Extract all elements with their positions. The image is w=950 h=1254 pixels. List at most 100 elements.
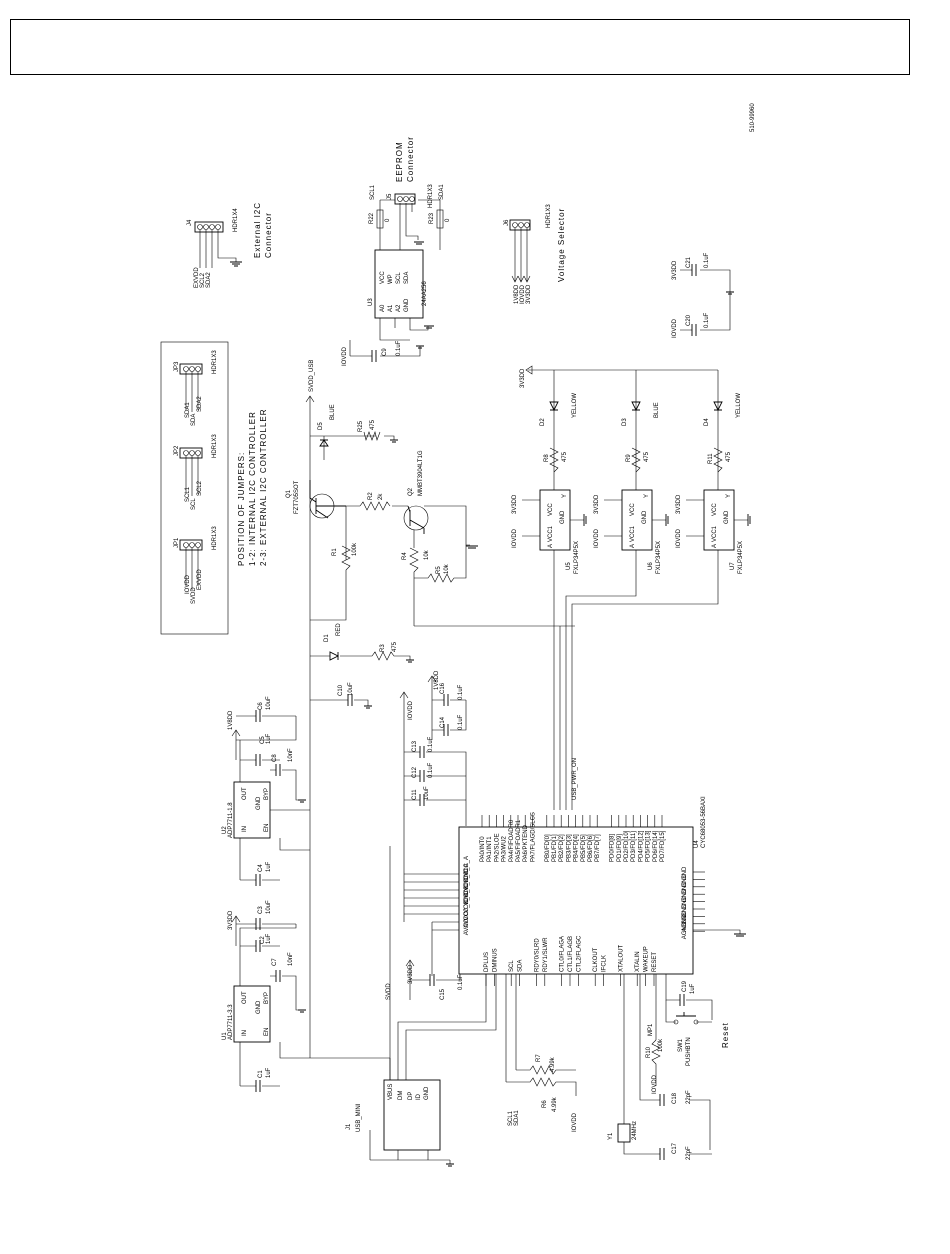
mcu-pin-gnd: GND (682, 903, 688, 917)
mp1-ref: MP1 (648, 1023, 654, 1036)
mcu-pin-gnd: AGND (682, 914, 688, 932)
mcu-pin-gnd: GND (682, 881, 688, 895)
voltage-selector: J6 HDR1X3 1V8DD IOVDD 3V3DD Voltage Sele… (504, 204, 566, 304)
u1-pin-byp: BYP (264, 992, 270, 1004)
r11-ref: R11 (708, 453, 714, 464)
u7-vcc: VCC (712, 503, 718, 516)
usb-power-switch: SVDD_USB D5 BLUE R25 475 Q1 FZT705SOT R2… (286, 360, 575, 627)
mcu-pin-gnd: GND (682, 888, 688, 902)
u3-pin-gnd: GND (404, 298, 410, 312)
d1-ref: D1 (324, 634, 330, 642)
u7-ref: U7 (730, 562, 736, 570)
regulator-u2: U2 ADP7711-1.8 IN OUT GND BYP EN 1V8DD C… (222, 696, 310, 886)
r8-ref: R8 (544, 454, 550, 462)
r6-val: 4.99k (552, 1096, 558, 1112)
mcu-pin-supply: VCC_IO (464, 890, 470, 913)
mcu-pin-bottom: CTL1/FLAGB (568, 936, 574, 972)
r9-ref: R9 (626, 454, 632, 462)
c7-ref: C7 (272, 958, 278, 966)
mcu-pin-gnd: GND (682, 896, 688, 910)
jp1-net-2: SVDD (191, 587, 197, 604)
mcu-pin-gnd: AGND (682, 921, 688, 939)
mcu-pin-left: PA1/INT1 (487, 836, 493, 862)
c21-net: 3V3DD (672, 260, 678, 280)
ext-i2c-header: J4 HDR1X4 EXVDD SCL2 SDA2 External I2C C… (187, 202, 273, 288)
mcu-pin-supply: VCC_A (464, 856, 470, 876)
jumper-note-1: POSITION OF JUMPERS: (237, 452, 246, 566)
c12-val: 0.1uF (428, 762, 434, 778)
j1-ref: J1 (346, 1123, 352, 1130)
u6-vcc: VCC (630, 503, 636, 516)
c20-net: IOVDD (672, 318, 678, 338)
eeprom-title: EEPROM (395, 141, 404, 182)
jumper-note: POSITION OF JUMPERS: 1-2: INTERNAL I2C C… (237, 408, 268, 566)
c4-ref: C4 (258, 864, 264, 872)
r7-val: 4.99k (550, 1056, 556, 1072)
c3-val: 10uF (266, 900, 272, 914)
j1-pin-vbus: VBUS (388, 1084, 394, 1100)
c9-ref: C9 (382, 348, 388, 356)
u6-vcc1: VCC1 (630, 525, 636, 542)
j4-net-1: EXVDD (194, 267, 200, 288)
r9-val: 475 (644, 451, 650, 462)
mcu-pin-left: PB2/FD[2] (559, 834, 565, 862)
u5-gnd: GND (560, 510, 566, 524)
u2-ref: U2 (222, 826, 228, 834)
c5-val: 1uF (266, 733, 272, 744)
c11-ref: C11 (412, 789, 418, 800)
q2-part: MMBT3904LT1G (418, 450, 424, 496)
d4-color: YELLOW (736, 393, 742, 418)
d5-ref: D5 (318, 422, 324, 430)
mcu-pin-left: PB0/FD[0] (545, 834, 551, 862)
mcu-pin-bottom: RESET (652, 952, 658, 972)
j5-part: HDR1X3 (428, 184, 434, 208)
jp3-ref: JP3 (174, 361, 180, 372)
c16-ref: C16 (440, 682, 446, 694)
u7-a: A (712, 544, 718, 548)
c17-val: 22pF (686, 1146, 692, 1160)
u1-pin-out: OUT (242, 991, 248, 1004)
j6-net-3: 3V3DD (526, 284, 532, 304)
u3-iovdd: IOVDD (342, 346, 348, 366)
c11-val: 10uF (424, 786, 430, 800)
u6-gnd: GND (642, 510, 648, 524)
u3-pin-a1: A1 (388, 304, 394, 312)
u3-pin-a2: A2 (396, 304, 402, 312)
j1-part: USB_MINI (356, 1103, 362, 1132)
mcu-pin-left: PD3/FD[11] (631, 831, 637, 862)
u1-pin-in: IN (242, 1030, 248, 1036)
r1-ref: R1 (332, 548, 338, 556)
mcu-pin-left: PB6/FD[6] (588, 834, 594, 862)
r22-val: 0 (385, 218, 391, 222)
r23-ref: R23 (429, 212, 435, 224)
u7-y: Y (726, 494, 732, 498)
d2-ref: D2 (540, 418, 546, 426)
u2-part: ADP7711-1.8 (228, 802, 234, 838)
jp2-net-3: SCL2 (197, 480, 203, 496)
d1-color: RED (336, 623, 342, 636)
decoupling-caps: C21 0.1uF C20 0.1uF 3V3DD IOVDD (672, 252, 734, 338)
crystal-reset: Y1 24MHz C18 22pF C17 22pF C19 1uF SW1 P… (608, 974, 730, 1160)
u5-part: FXLP34P5X (574, 541, 580, 574)
u3-pin-a0: A0 (380, 304, 386, 312)
y1-ref: Y1 (608, 1132, 614, 1140)
j4-ref: J4 (187, 219, 193, 226)
usb-pwr-on-net: USB_PWR_ON (572, 758, 578, 800)
u3-pin-sda: SDA (404, 272, 410, 284)
mcu-pin-bottom: RDY1/SLWR (543, 937, 549, 972)
mcu-pin-gnd: GND (682, 873, 688, 887)
jp2-part: HDR1X3 (212, 434, 218, 458)
mcu-pin-bottom: CTL2/FLAGC (576, 935, 582, 972)
j1-pin-gnd: GND (424, 1086, 430, 1100)
jp2-ref: JP2 (174, 445, 180, 456)
u6-iovdd: IOVDD (594, 528, 600, 548)
mcu-pin-left: PD4/FD[12] (638, 830, 644, 862)
mcu-pin-supply: VCC_IO (464, 883, 470, 906)
j6-ref: J6 (504, 219, 510, 226)
mcu-pin-bottom: XTALOUT (618, 944, 624, 972)
mcu-pin-left: PA7/FLAGD/SLCS (530, 812, 536, 862)
mcu-pin-gnd: GND (682, 866, 688, 880)
mcu-pin-supply: AVCC (464, 911, 470, 928)
reset-label: Reset (721, 1022, 730, 1048)
regulator-u1: U1 ADP7711-3.3 IN OUT GND BYP EN 3V3DD C… (222, 846, 392, 1092)
